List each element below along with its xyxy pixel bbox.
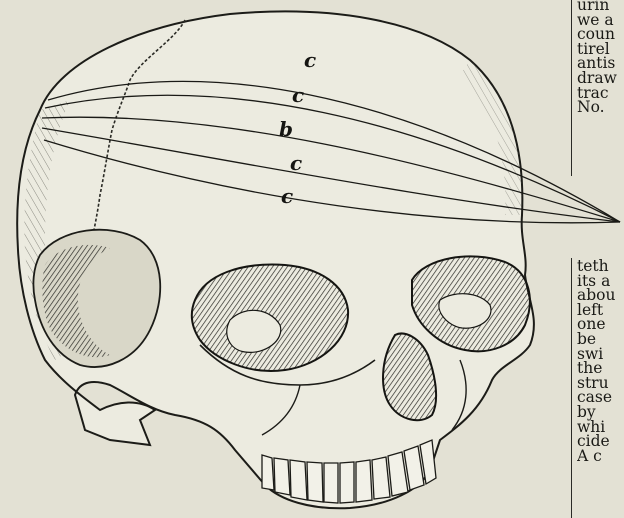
label-c-3: c xyxy=(290,151,302,175)
label-c-1: c xyxy=(304,48,316,72)
column-text-top: urin we a coun tirel antis draw trac No. xyxy=(577,0,624,115)
label-c-4: c xyxy=(281,184,293,208)
column-rule-bottom xyxy=(571,258,572,518)
label-b: b xyxy=(279,117,293,141)
column-text-bottom: teth its a abou left one be swi the stru… xyxy=(577,259,624,463)
text-line: A c xyxy=(577,449,624,464)
text-line: No. xyxy=(577,100,624,115)
label-c-2: c xyxy=(292,83,304,107)
column-rule-top xyxy=(571,0,572,176)
